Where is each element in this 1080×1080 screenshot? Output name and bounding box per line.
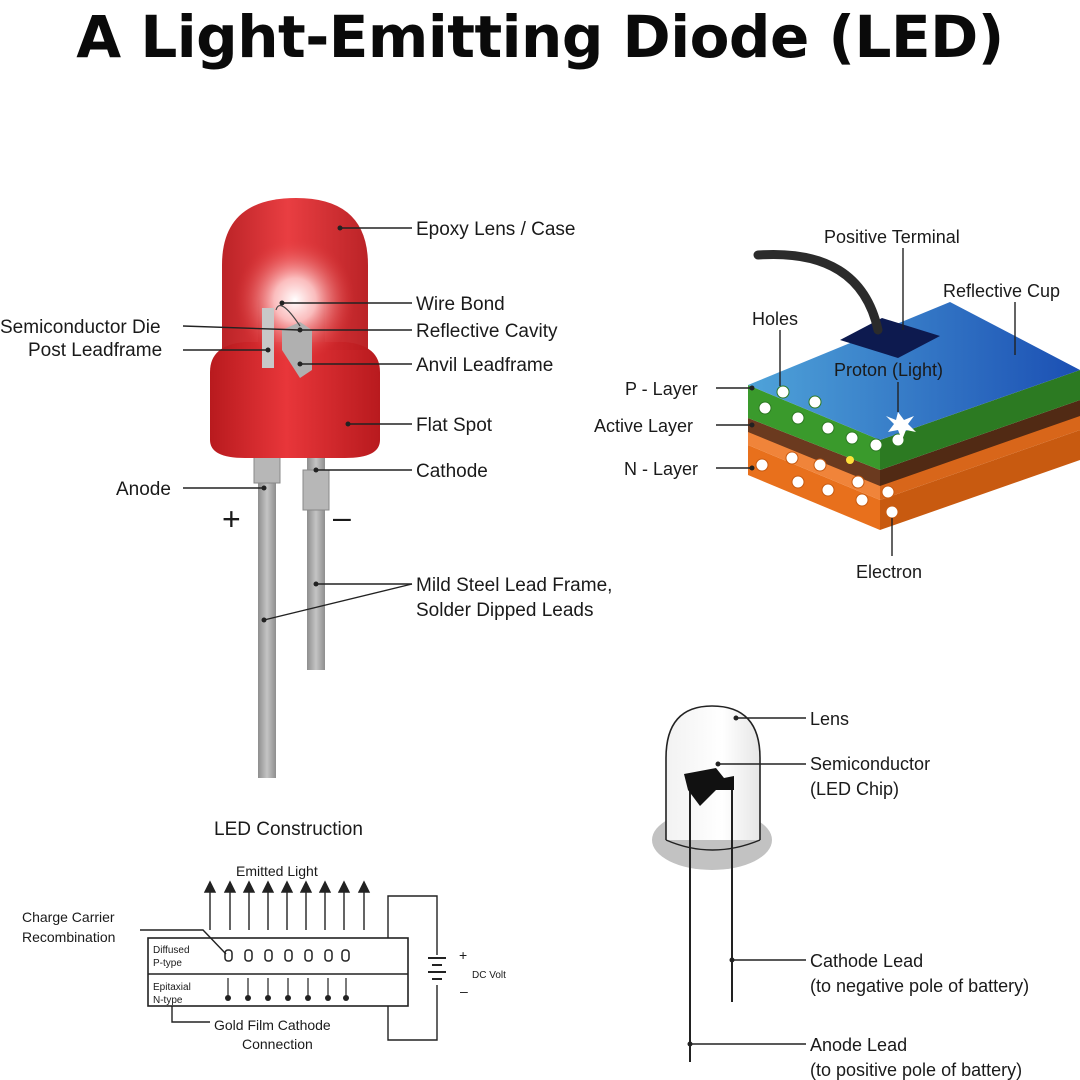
label-semiconductor-die: Semiconductor Die <box>0 317 161 338</box>
label-proton: Proton (Light) <box>834 360 943 380</box>
label-cathode-lead-1: Cathode Lead <box>810 951 923 971</box>
realistic-led-labels: Epoxy Lens / Case Wire Bond Semiconducto… <box>0 219 612 621</box>
n-type-label-2: N-type <box>153 995 183 1006</box>
label-reflective-cup: Reflective Cup <box>943 281 1060 301</box>
n-layer-front <box>748 445 880 530</box>
n-layer-side <box>880 430 1080 530</box>
label-semiconductor-2: (LED Chip) <box>810 779 899 799</box>
led-construction-schematic: LED Construction Emitted Light <box>22 819 506 1052</box>
label-lens: Lens <box>810 709 849 729</box>
dc-volt-label: DC Volt <box>472 970 506 981</box>
label-holes: Holes <box>752 309 798 329</box>
label-lead-frame-1: Mild Steel Lead Frame, <box>416 575 612 596</box>
pn-junction-leaders <box>716 248 1016 556</box>
label-cathode-lead-2: (to negative pole of battery) <box>810 976 1029 996</box>
label-anvil-leadframe: Anvil Leadframe <box>416 355 553 376</box>
gold-film-label-2: Connection <box>242 1036 313 1052</box>
simple-led-leaders <box>687 715 806 1047</box>
minus-sign: – <box>333 499 351 535</box>
label-p-layer: P - Layer <box>625 379 698 399</box>
p-layer-front <box>748 385 880 470</box>
active-layer-side <box>880 400 1080 486</box>
dc-plus: + <box>459 947 467 963</box>
label-semiconductor-1: Semiconductor <box>810 754 930 774</box>
active-layer-front <box>748 418 880 486</box>
label-wire-bond: Wire Bond <box>416 294 505 315</box>
pn-junction-block <box>748 249 1080 530</box>
photon-burst <box>846 412 916 464</box>
dc-minus: – <box>460 983 468 999</box>
label-active-layer: Active Layer <box>594 416 693 436</box>
label-electron: Electron <box>856 562 922 582</box>
label-n-layer: N - Layer <box>624 459 698 479</box>
p-type-label-1: Diffused <box>153 945 190 956</box>
label-flat-spot: Flat Spot <box>416 415 493 436</box>
label-lead-frame-2: Solder Dipped Leads <box>416 600 593 621</box>
label-anode-lead-2: (to positive pole of battery) <box>810 1060 1022 1080</box>
label-post-leadframe: Post Leadframe <box>28 340 162 361</box>
simple-led-outline <box>652 705 772 1062</box>
charge-carrier-label-1: Charge Carrier <box>22 909 115 925</box>
simple-led-labels: Lens Semiconductor (LED Chip) Cathode Le… <box>810 709 1029 1080</box>
label-reflective-cavity: Reflective Cavity <box>416 321 558 342</box>
n-type-label-1: Epitaxial <box>153 982 191 993</box>
label-anode: Anode <box>116 479 171 500</box>
led-chip <box>684 768 734 806</box>
positive-terminal-pad <box>840 318 940 358</box>
pn-junction-labels: Positive Terminal Reflective Cup Holes P… <box>594 227 1060 582</box>
light-arrows <box>203 880 371 930</box>
label-epoxy: Epoxy Lens / Case <box>416 219 575 240</box>
p-layer-side <box>880 370 1080 470</box>
plus-sign: + <box>222 501 241 537</box>
charge-carrier-label-2: Recombination <box>22 929 115 945</box>
label-positive-terminal: Positive Terminal <box>824 227 960 247</box>
page-title: A Light-Emitting Diode (LED) <box>76 3 1004 71</box>
emitted-light-label: Emitted Light <box>236 863 318 879</box>
p-type-label-2: P-type <box>153 958 182 969</box>
realistic-led-leaders <box>182 225 413 623</box>
construction-caption: LED Construction <box>214 819 363 840</box>
label-anode-lead-1: Anode Lead <box>810 1035 907 1055</box>
gold-film-label-1: Gold Film Cathode <box>214 1017 331 1033</box>
led-flange <box>210 342 380 458</box>
label-cathode: Cathode <box>416 461 488 482</box>
reflective-top <box>748 302 1080 440</box>
